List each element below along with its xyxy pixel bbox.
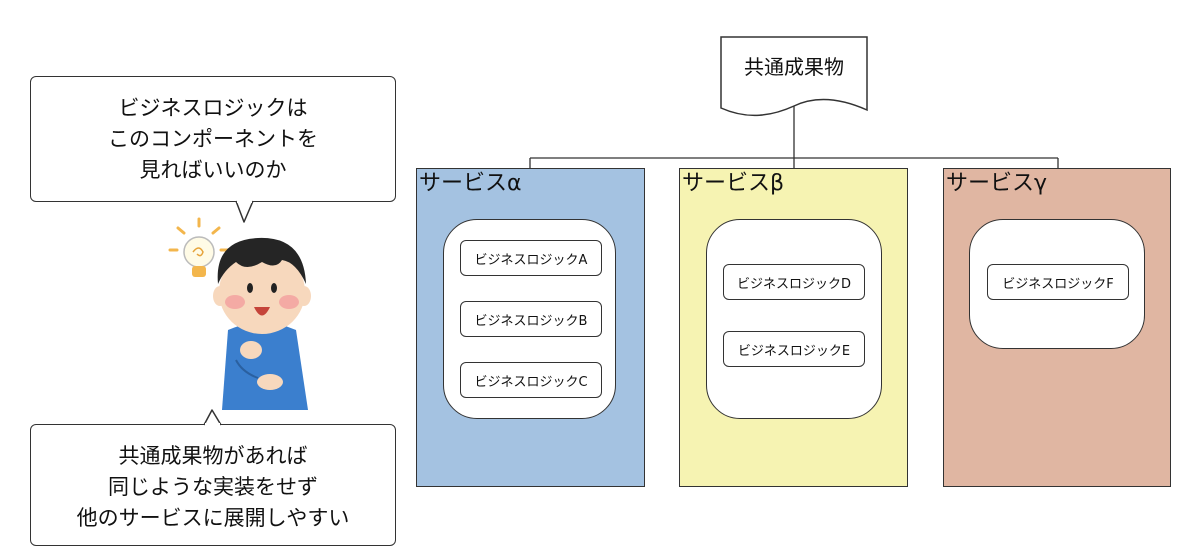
logic-box-a: ビジネスロジックA [460, 240, 602, 276]
speech-bubble-bottom: 共通成果物があれば 同じような実装をせず 他のサービスに展開しやすい [30, 424, 396, 546]
shared-artifact-shape [720, 36, 868, 117]
logic-box-f: ビジネスロジックF [987, 264, 1129, 300]
service-alpha-label: サービスα [419, 171, 522, 196]
speech-bottom-line-2: 同じような実装をせず [108, 475, 318, 499]
person-illustration [213, 237, 311, 410]
service-beta-label: サービスβ [682, 171, 785, 196]
speech-top-line-3: 見ればいいのか [139, 158, 287, 182]
logic-box-d: ビジネスロジックD [723, 264, 865, 300]
speech-bottom-line-1: 共通成果物があれば [118, 444, 308, 468]
speech-top-tail [235, 200, 254, 223]
speech-top-line-1: ビジネスロジックは [118, 96, 308, 120]
speech-bottom-tail [203, 409, 222, 426]
speech-bubble-top: ビジネスロジックは このコンポーネントを 見ればいいのか [30, 76, 396, 202]
service-beta-component [706, 219, 882, 419]
speech-bottom-line-3: 他のサービスに展開しやすい [76, 506, 350, 530]
speech-top-line-2: このコンポーネントを [108, 127, 318, 151]
logic-box-e: ビジネスロジックE [723, 331, 865, 367]
shared-artifact-label: 共通成果物 [744, 55, 844, 79]
logic-box-b: ビジネスロジックB [460, 301, 602, 337]
service-gamma-label: サービスγ [946, 171, 1048, 196]
lightbulb-icon [168, 217, 230, 277]
logic-box-c: ビジネスロジックC [460, 362, 602, 398]
